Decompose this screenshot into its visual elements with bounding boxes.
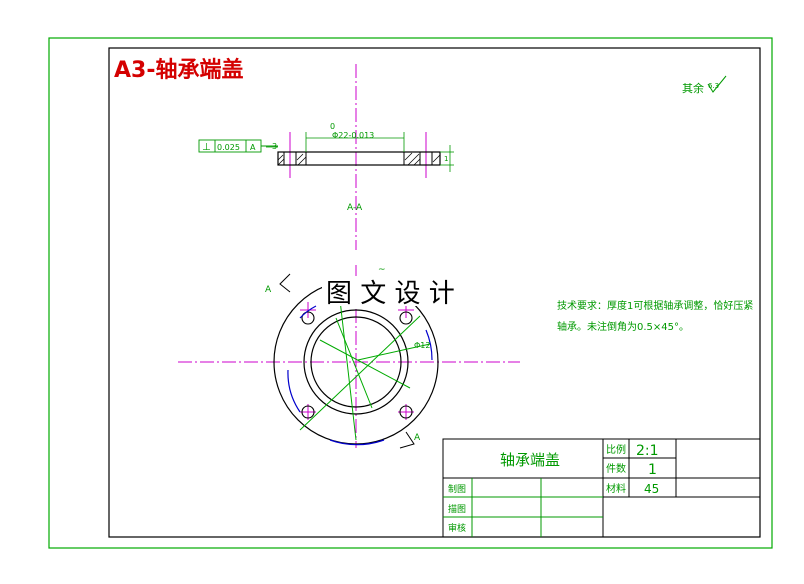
dim-diameter-main: Φ22-0.013 (332, 131, 374, 140)
section-arrow-left-label: A (265, 285, 272, 295)
roughness-symbol-icon: 6.3 (707, 75, 727, 93)
tolerance-datum: A (250, 143, 256, 152)
scale-value: 2:1 (636, 443, 659, 459)
scale-label: 比例 (606, 443, 626, 456)
part-name: 轴承端盖 (500, 451, 560, 469)
section-arrow-left: A (265, 273, 291, 295)
title-block (442, 438, 761, 538)
tech-req-line2: 轴承。未注倒角为0.5×45°。 (557, 320, 689, 333)
dim-diameter-top: 0 (330, 122, 335, 131)
dim-chamfer-left: 3 (272, 142, 277, 151)
mark-tilde: ~ (378, 265, 386, 275)
inner-border (108, 47, 761, 538)
front-view (273, 279, 439, 446)
section-view: 0 Φ22-0.013 3 1 (266, 122, 454, 172)
checked-label: 审核 (448, 522, 466, 534)
tolerance-symbol: ⊥ (202, 142, 211, 153)
centerlines (178, 64, 520, 448)
dim-hole: Φ12 (414, 341, 430, 350)
tolerance-frame: ⊥ 0.025 A (198, 139, 278, 153)
tech-req-line1: 技术要求：厚度1可根据轴承调整，恰好压紧 (557, 299, 753, 312)
outer-border (48, 37, 773, 549)
section-arrow-right: A (399, 431, 421, 449)
traced-label: 描图 (448, 503, 466, 515)
roughness-value: 6.3 (708, 82, 719, 90)
drawn-label: 制图 (448, 483, 466, 495)
tolerance-value: 0.025 (217, 143, 240, 152)
section-arrow-right-label: A (414, 433, 421, 443)
roughness-note: 其余 (682, 81, 704, 95)
material-value: 45 (644, 482, 659, 496)
watermark-bg (322, 276, 482, 306)
watermark: 图 文 设 计 (326, 279, 455, 309)
qty-label: 件数 (606, 462, 626, 475)
section-label: A-A (347, 203, 363, 213)
dim-small: 1 (444, 155, 448, 163)
drawing-title: A3-轴承端盖 (114, 57, 243, 83)
hatching (277, 152, 441, 166)
material-label: 材料 (606, 482, 626, 495)
qty-value: 1 (648, 462, 657, 478)
